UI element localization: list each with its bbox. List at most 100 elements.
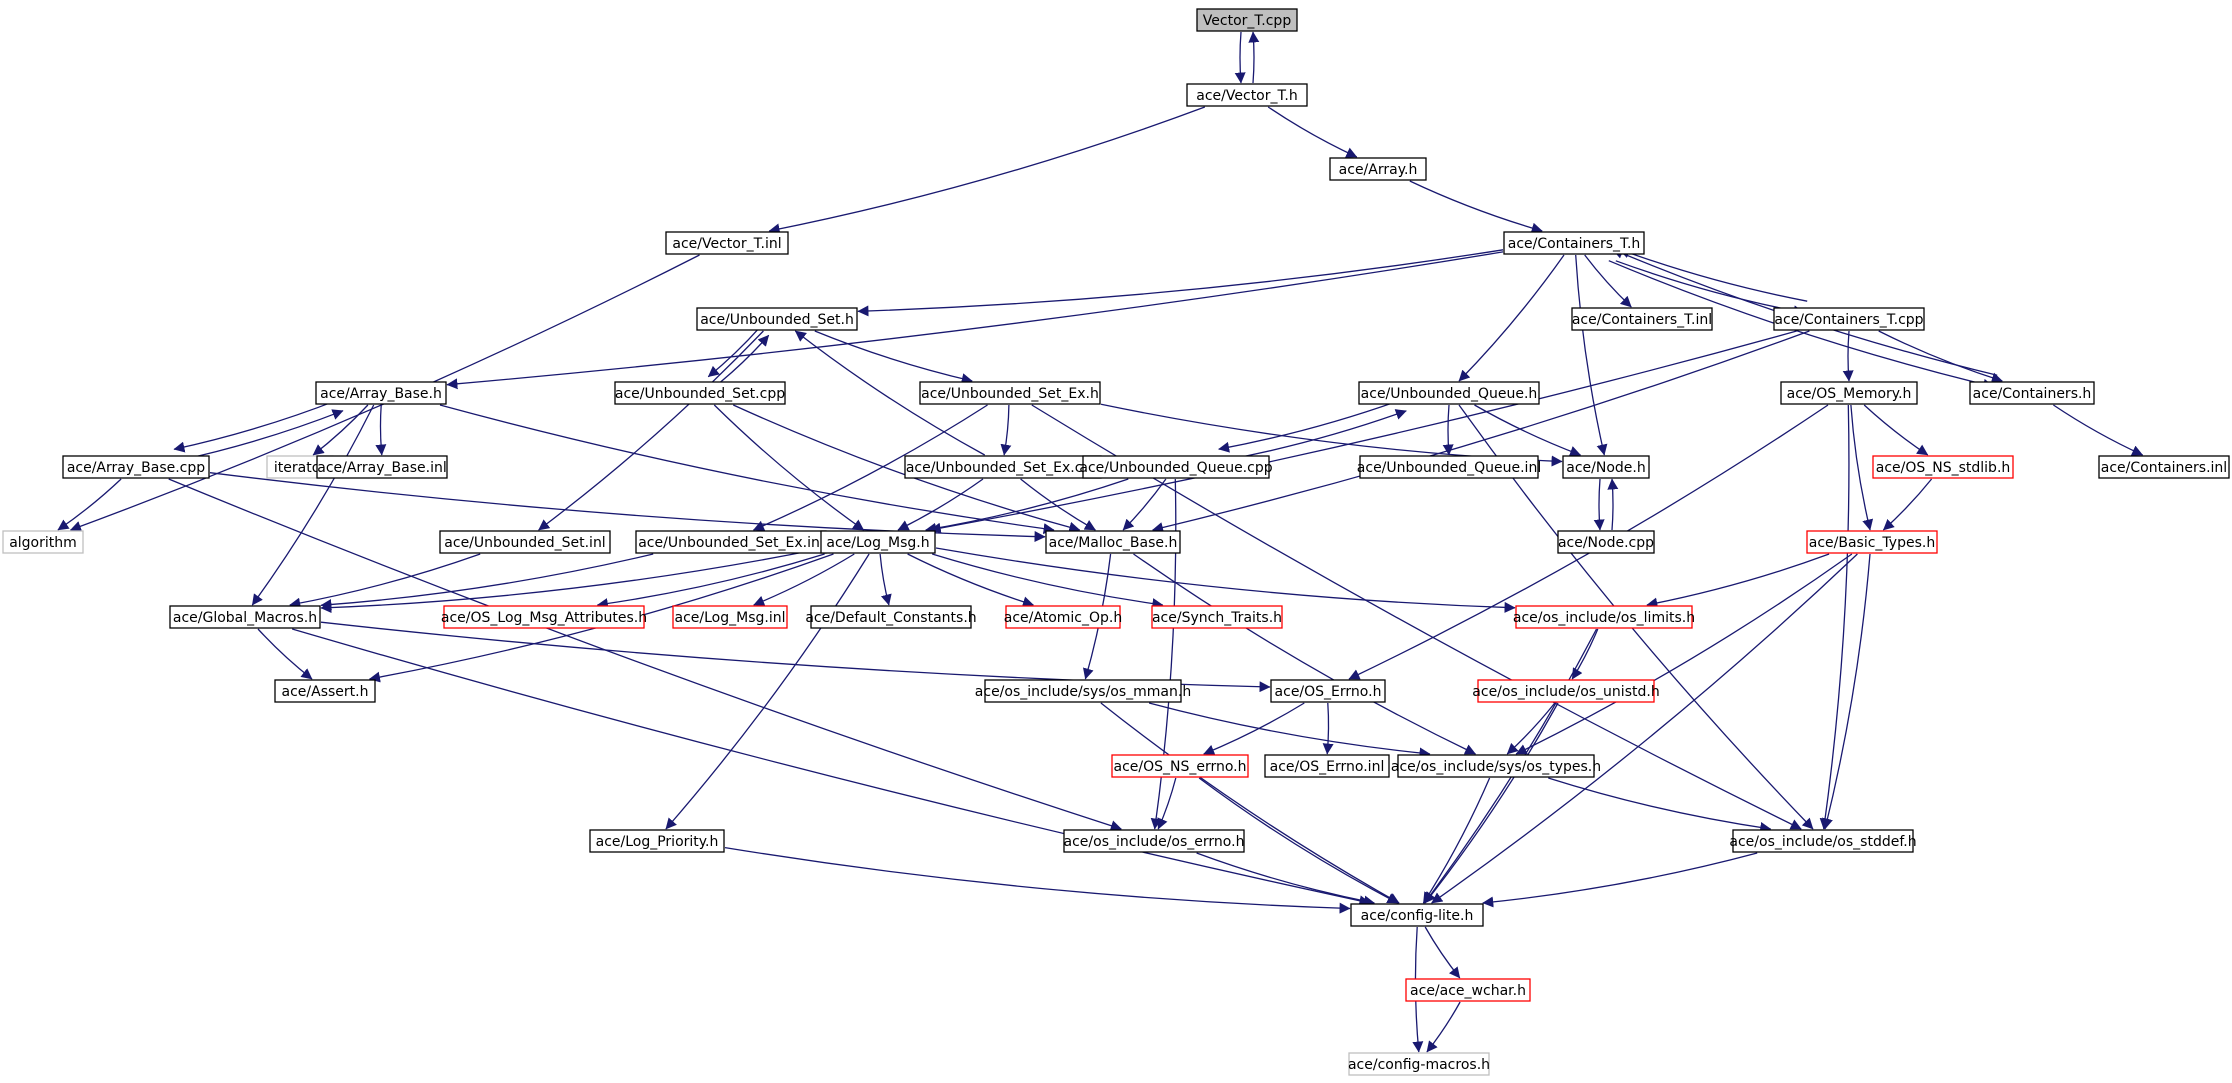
node-label: ace/os_include/os_limits.h xyxy=(1513,610,1695,626)
node-synch-traits-h[interactable]: ace/Synch_Traits.h xyxy=(1151,605,1283,629)
node-box xyxy=(315,381,447,405)
node-ace-wchar-h[interactable]: ace/ace_wchar.h xyxy=(1405,978,1531,1002)
node-assert-h[interactable]: ace/Assert.h xyxy=(274,679,376,703)
node-log-priority-h[interactable]: ace/Log_Priority.h xyxy=(589,829,725,853)
node-label: ace/Containers.h xyxy=(1973,386,2092,402)
edge-containers-t-h-to-node-h xyxy=(1575,254,1608,456)
node-os-ns-errno-h[interactable]: ace/OS_NS_errno.h xyxy=(1111,754,1249,778)
edge-containers-t-h-to-containers-t-inl xyxy=(1584,254,1632,308)
edge-containers-t-h-to-containers-h xyxy=(1608,260,1995,390)
node-label: ace/Global_Macros.h xyxy=(173,610,317,626)
edge-basic-types-h-to-os-stddef-h xyxy=(1822,553,1871,830)
edge-os-ns-errno-h-to-os-include-os-errno-h xyxy=(1157,777,1177,830)
node-label: iterator xyxy=(274,460,326,476)
edge-global-macros-h-to-config-lite-h xyxy=(292,628,1371,907)
node-algorithm[interactable]: algorithm xyxy=(2,530,84,554)
node-box xyxy=(443,605,645,629)
node-label: ace/OS_Log_Msg_Attributes.h xyxy=(441,610,647,626)
node-containers-inl[interactable]: ace/Containers.inl xyxy=(2098,455,2230,479)
node-label: ace/Containers.inl xyxy=(2101,460,2227,476)
node-atomic-op-h[interactable]: ace/Atomic_Op.h xyxy=(1004,605,1122,629)
node-box xyxy=(1806,530,1938,554)
node-log-msg-h[interactable]: ace/Log_Msg.h xyxy=(820,530,936,554)
edge-array-base-h-to-global-macros-h xyxy=(251,404,375,606)
node-malloc-base-h[interactable]: ace/Malloc_Base.h xyxy=(1045,530,1181,554)
node-os-limits-h[interactable]: ace/os_include/os_limits.h xyxy=(1513,605,1695,629)
edge-os-ns-stdlib-h-to-basic-types-h xyxy=(1882,478,1933,531)
node-log-msg-inl[interactable]: ace/Log_Msg.inl xyxy=(672,605,788,629)
node-label: ace/Unbounded_Set_Ex.inl xyxy=(638,535,824,551)
node-os-stddef-h[interactable]: ace/os_include/os_stddef.h xyxy=(1729,829,1917,853)
node-box xyxy=(274,679,376,703)
node-containers-h[interactable]: ace/Containers.h xyxy=(1969,381,2095,405)
node-os-types-h[interactable]: ace/os_include/sys/os_types.h xyxy=(1391,754,1601,778)
node-vector-t-h[interactable]: ace/Vector_T.h xyxy=(1186,83,1308,107)
node-os-errno-h-ace[interactable]: ace/OS_Errno.h xyxy=(1270,679,1386,703)
node-containers-t-cpp[interactable]: ace/Containers_T.cpp xyxy=(1773,307,1925,331)
node-box xyxy=(589,829,725,853)
node-box xyxy=(439,530,611,554)
edge-unbounded-set-cpp-to-unbounded-set-h xyxy=(716,334,770,386)
node-unbounded-queue-inl[interactable]: ace/Unbounded_Queue.inl xyxy=(1357,455,1541,479)
node-vector-t-cpp[interactable]: Vector_T.cpp xyxy=(1196,8,1298,32)
node-box xyxy=(1045,530,1181,554)
edge-log-msg-h-to-default-constants-h xyxy=(879,553,892,606)
edge-unbounded-set-ex-h-to-node-h xyxy=(1100,403,1563,467)
node-array-base-h[interactable]: ace/Array_Base.h xyxy=(315,381,447,405)
node-unbounded-set-ex-cpp[interactable]: ace/Unbounded_Set_Ex.cpp xyxy=(904,455,1102,479)
edge-containers-t-h-to-array-base-h xyxy=(446,251,1504,390)
node-box xyxy=(820,530,936,554)
node-os-mman-h[interactable]: ace/os_include/sys/os_mman.h xyxy=(975,679,1191,703)
node-unbounded-set-ex-inl[interactable]: ace/Unbounded_Set_Ex.inl xyxy=(635,530,827,554)
node-box xyxy=(1557,530,1655,554)
node-default-constants-h[interactable]: ace/Default_Constants.h xyxy=(805,605,977,629)
edge-node-cpp-to-node-h xyxy=(1607,478,1619,531)
node-node-cpp[interactable]: ace/Node.cpp xyxy=(1557,530,1655,554)
edge-unbounded-set-h-to-unbounded-set-inl xyxy=(538,330,764,531)
node-unbounded-queue-cpp[interactable]: ace/Unbounded_Queue.cpp xyxy=(1079,455,1273,479)
node-basic-types-h[interactable]: ace/Basic_Types.h xyxy=(1806,530,1938,554)
node-config-lite-h[interactable]: ace/config-lite.h xyxy=(1350,903,1484,927)
node-global-macros-h[interactable]: ace/Global_Macros.h xyxy=(169,605,321,629)
node-os-ns-stdlib-h[interactable]: ace/OS_NS_stdlib.h xyxy=(1872,455,2014,479)
edge-containers-t-h-to-unbounded-queue-h xyxy=(1458,254,1565,382)
node-label: ace/config-lite.h xyxy=(1361,908,1474,924)
node-label: ace/Unbounded_Set_Ex.cpp xyxy=(906,460,1100,476)
node-array-base-inl[interactable]: ace/Array_Base.inl xyxy=(316,455,448,479)
node-os-errno-inl[interactable]: ace/OS_Errno.inl xyxy=(1264,754,1390,778)
node-unbounded-set-inl[interactable]: ace/Unbounded_Set.inl xyxy=(439,530,611,554)
edge-unbounded-queue-cpp-to-unbounded-queue-h xyxy=(1221,409,1407,462)
edge-os-errno-h-ace-to-os-ns-errno-h xyxy=(1203,702,1305,756)
node-box xyxy=(62,455,210,479)
node-os-log-msg-attributes-h[interactable]: ace/OS_Log_Msg_Attributes.h xyxy=(441,605,647,629)
node-array-h[interactable]: ace/Array.h xyxy=(1329,157,1427,181)
node-containers-t-h[interactable]: ace/Containers_T.h xyxy=(1503,231,1645,255)
node-unbounded-queue-h[interactable]: ace/Unbounded_Queue.h xyxy=(1358,381,1540,405)
node-os-memory-h[interactable]: ace/OS_Memory.h xyxy=(1780,381,1918,405)
edge-containers-t-cpp-to-os-memory-h xyxy=(1842,330,1854,382)
node-node-h[interactable]: ace/Node.h xyxy=(1562,455,1650,479)
nodes-layer: Vector_T.cpp ace/Vector_T.h ace/Array.h ace… xyxy=(2,8,2230,1076)
edge-unbounded-queue-h-to-node-h xyxy=(1474,404,1582,457)
node-array-base-cpp[interactable]: ace/Array_Base.cpp xyxy=(62,455,210,479)
node-box xyxy=(1872,455,2014,479)
node-box xyxy=(1477,679,1655,703)
node-label: ace/Log_Msg.inl xyxy=(675,610,786,626)
edge-unbounded-queue-h-to-unbounded-queue-inl xyxy=(1442,404,1454,456)
node-label: ace/Unbounded_Queue.h xyxy=(1361,386,1538,402)
node-vector-t-inl[interactable]: ace/Vector_T.inl xyxy=(665,231,789,255)
node-unbounded-set-cpp[interactable]: ace/Unbounded_Set.cpp xyxy=(614,381,786,405)
node-os-unistd-h[interactable]: ace/os_include/os_unistd.h xyxy=(1472,679,1660,703)
node-config-macros-h[interactable]: ace/config-macros.h xyxy=(1348,1052,1490,1076)
node-unbounded-set-ex-h[interactable]: ace/Unbounded_Set_Ex.h xyxy=(919,381,1101,405)
node-unbounded-set-h[interactable]: ace/Unbounded_Set.h xyxy=(696,307,858,331)
node-containers-t-inl[interactable]: ace/Containers_T.inl xyxy=(1571,307,1713,331)
node-label: ace/Assert.h xyxy=(282,684,369,700)
node-box xyxy=(1515,605,1693,629)
node-box xyxy=(1196,8,1298,32)
node-os-include-os-errno-h[interactable]: ace/os_include/os_errno.h xyxy=(1063,829,1245,853)
edge-array-base-cpp-to-malloc-base-h xyxy=(209,472,1046,542)
node-label: ace/OS_Errno.h xyxy=(1275,684,1382,700)
edge-containers-t-h-to-containers-t-cpp xyxy=(1615,260,1805,317)
node-box xyxy=(1186,83,1308,107)
